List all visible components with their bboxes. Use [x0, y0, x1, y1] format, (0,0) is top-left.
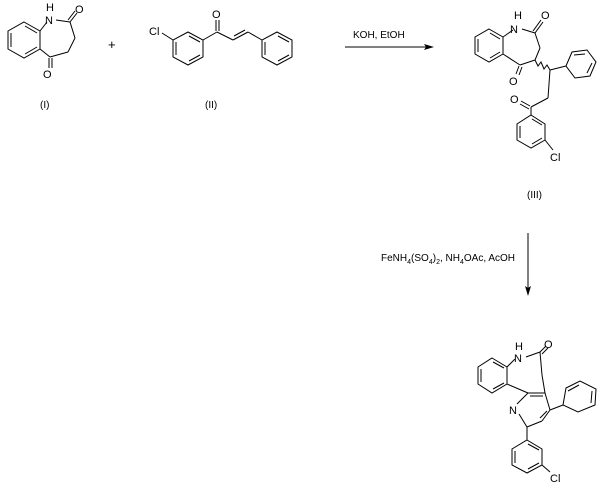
- atom-N: N: [514, 353, 522, 365]
- atom-Cl: Cl: [149, 26, 159, 38]
- compound-label-II: (II): [205, 100, 217, 111]
- step1-reagents: KOH, EtOH: [353, 30, 405, 41]
- reaction-arrow-2: [525, 233, 531, 296]
- compound-label-III: (III): [527, 190, 542, 201]
- compound-label-I: (I): [40, 100, 49, 111]
- reaction-arrow-1: [345, 44, 434, 50]
- atom-H: H: [46, 2, 54, 14]
- atom-N: N: [45, 15, 53, 27]
- atom-O: O: [75, 4, 84, 16]
- compound-II-structure: Cl O: [149, 9, 293, 66]
- atom-N: N: [509, 405, 517, 417]
- atom-N: N: [510, 24, 518, 36]
- atom-Cl: Cl: [550, 473, 560, 485]
- atom-O: O: [212, 9, 221, 21]
- atom-Cl: Cl: [550, 152, 560, 164]
- atom-O: O: [43, 69, 52, 81]
- plus-sign: +: [108, 37, 116, 52]
- atom-H: H: [514, 10, 522, 22]
- compound-I-structure: H N O O: [7, 2, 84, 81]
- atom-O: O: [541, 10, 550, 22]
- atom-O: O: [544, 339, 553, 351]
- atom-H: H: [515, 341, 523, 353]
- atom-O: O: [510, 94, 519, 106]
- compound-IV-structure: H N O N Cl: [477, 339, 597, 485]
- step2-reagents: FeNH4(SO4)2, NH4OAc, AcOH: [381, 253, 515, 266]
- compound-III-structure: H N O O O Cl: [474, 10, 597, 164]
- atom-O: O: [509, 76, 518, 88]
